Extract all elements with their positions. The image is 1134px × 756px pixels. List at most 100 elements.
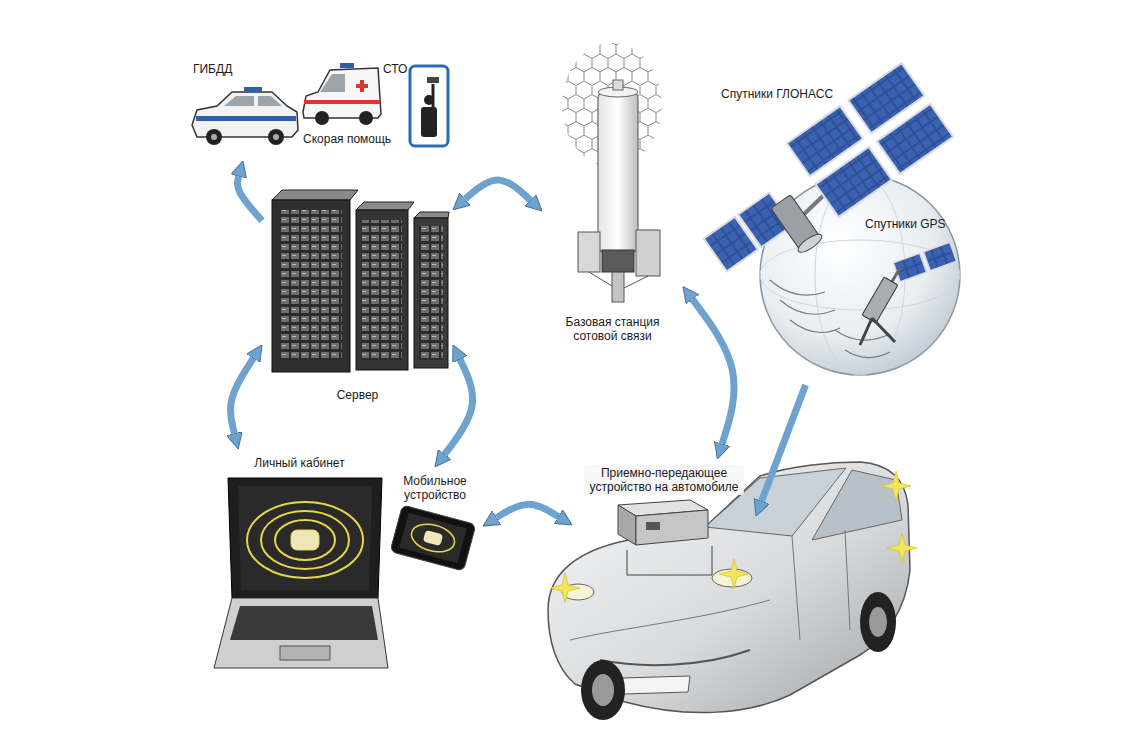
service-station-icon <box>410 66 448 146</box>
base-station-tower-part <box>613 80 623 90</box>
glonass-satellite-part <box>787 63 953 217</box>
gps-satellite-part-part <box>893 253 926 281</box>
part-label: Приемно-передающее устройство на автомоб… <box>584 465 744 495</box>
glonass-satellite-part <box>769 193 824 255</box>
car-part <box>869 607 887 637</box>
car-part <box>860 592 896 652</box>
car-part <box>887 533 917 563</box>
laptop <box>214 478 388 668</box>
police-car-part <box>258 96 282 106</box>
service-station-icon-part <box>421 107 437 137</box>
mobile-phone-part <box>399 513 466 563</box>
server-racks-part <box>419 226 443 360</box>
car-part <box>600 650 750 665</box>
laptop-part <box>280 646 330 660</box>
car-part <box>812 470 902 540</box>
base-station-tower-part <box>612 270 624 302</box>
tracker-device-part <box>618 505 636 545</box>
connector-arrow <box>497 504 559 517</box>
part-label: СТО <box>380 61 410 77</box>
ambulance-van-part <box>320 74 345 92</box>
labelled-part: Сервер <box>265 188 450 406</box>
ambulance-van-part <box>304 100 380 104</box>
car-part <box>548 462 910 713</box>
connector-arrow <box>762 385 806 501</box>
server-racks-part <box>414 212 449 218</box>
server-racks-part <box>414 218 448 368</box>
car-part <box>581 660 625 720</box>
labelled-part: Приемно-передающее устройство на автомоб… <box>575 462 753 552</box>
tracker-device <box>618 500 712 575</box>
police-car-part <box>273 134 279 140</box>
police-car-part <box>192 92 298 137</box>
server-racks-part <box>272 190 358 200</box>
glonass-satellite-part-part <box>796 231 825 255</box>
server-racks-part <box>280 210 342 360</box>
glonass-satellite <box>704 63 953 271</box>
laptop-part <box>247 502 363 578</box>
service-station-icon-part <box>410 66 448 146</box>
labelled-part: ГИБДДСкорая помощьСТО <box>190 58 455 158</box>
globe <box>760 175 960 375</box>
car-part <box>881 471 911 501</box>
base-station-tower-part <box>624 276 648 288</box>
car-part <box>592 674 614 706</box>
globe-part <box>760 240 960 310</box>
car-part <box>570 530 850 640</box>
ambulance-van-part <box>303 68 381 118</box>
service-station-icon-part <box>427 77 439 83</box>
part-label: Личный кабинет <box>251 455 347 471</box>
labelled-part: Базовая станция сотовой связи <box>545 45 680 347</box>
police-car-part <box>196 116 296 121</box>
server-racks-part <box>362 220 402 360</box>
labelled-part: Мобильное устройство <box>390 470 480 572</box>
globe-part <box>770 280 840 333</box>
part-label: Спутники GPS <box>862 216 949 232</box>
tracker-device-part <box>627 546 712 575</box>
server-racks-part <box>356 210 408 370</box>
connector-arrow <box>465 180 530 200</box>
base-station-tower <box>562 43 662 302</box>
part-label: Базовая станция сотовой связи <box>555 314 670 344</box>
base-station-tower-part <box>598 92 638 252</box>
ambulance-van-part <box>340 63 354 68</box>
mobile-phone-part <box>423 530 443 546</box>
car-part <box>550 573 580 603</box>
glonass-satellite-part-part <box>816 147 892 217</box>
police-car-part <box>211 134 217 140</box>
service-station-icon-part <box>432 84 435 108</box>
part-label: Спутники ГЛОНАСС <box>718 86 836 102</box>
gps-satellite-part-part <box>923 242 956 270</box>
labelled-part: Личный кабинет <box>212 452 387 672</box>
server-racks-part <box>272 200 350 372</box>
server-racks-part <box>356 202 414 210</box>
laptop-part <box>228 478 382 598</box>
police-car-part <box>268 129 284 145</box>
base-station-tower-part <box>578 232 600 272</box>
car <box>548 462 917 720</box>
part-label: Мобильное устройство <box>394 473 476 503</box>
laptop-part <box>275 520 335 560</box>
globe-part <box>760 175 960 375</box>
gps-satellite-part <box>860 318 895 345</box>
connector-arrow <box>693 299 735 443</box>
base-station-tower-part <box>636 230 660 276</box>
globe-part <box>835 330 890 358</box>
part-label: Скорая помощь <box>300 131 394 147</box>
ambulance-van-part <box>315 111 329 125</box>
gps-satellite <box>860 242 957 345</box>
gps-satellite-part <box>862 277 898 323</box>
connector-arrow <box>445 359 473 454</box>
glonass-satellite-part-part <box>877 104 953 174</box>
police-car-part <box>244 87 262 92</box>
part-label: Сервер <box>334 387 382 403</box>
ambulance-van <box>303 63 381 125</box>
base-station-tower-part <box>602 250 634 272</box>
laptop-part <box>230 606 378 640</box>
police-car-part <box>224 96 254 106</box>
gps-satellite-part-part <box>862 277 898 323</box>
ambulance-van-part <box>359 111 373 125</box>
